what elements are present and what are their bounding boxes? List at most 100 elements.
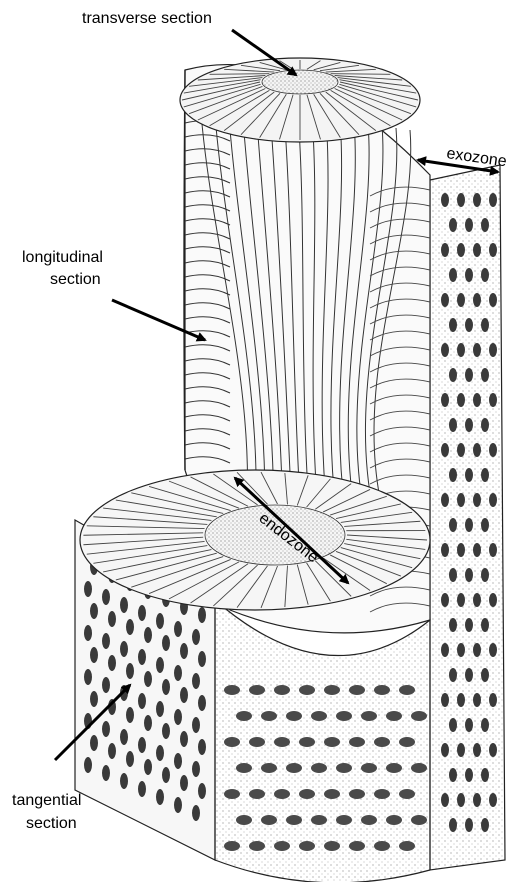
pore [449, 318, 457, 332]
pore [489, 193, 497, 207]
pore [473, 543, 481, 557]
pore [120, 773, 128, 789]
pore [465, 568, 473, 582]
pore [473, 193, 481, 207]
pore [489, 693, 497, 707]
pore [324, 841, 340, 851]
pore [489, 393, 497, 407]
pore [84, 757, 92, 773]
pore [138, 693, 146, 709]
pore [386, 711, 402, 721]
pore [299, 685, 315, 695]
pore [102, 765, 110, 781]
pore [84, 581, 92, 597]
pore [324, 737, 340, 747]
pore [411, 711, 427, 721]
pore [473, 743, 481, 757]
pore [465, 468, 473, 482]
pore [481, 318, 489, 332]
pore [299, 841, 315, 851]
pore [465, 768, 473, 782]
pore [324, 685, 340, 695]
pore [126, 663, 134, 679]
pore [126, 751, 134, 767]
upper-transverse-top [180, 58, 420, 142]
pore [374, 737, 390, 747]
pore [457, 293, 465, 307]
pore [465, 718, 473, 732]
pore [481, 768, 489, 782]
pore [236, 763, 252, 773]
lower-outer-wall [215, 600, 430, 882]
pore [274, 841, 290, 851]
pore [465, 218, 473, 232]
pore [399, 789, 415, 799]
pore [441, 793, 449, 807]
pore [441, 493, 449, 507]
pore [261, 763, 277, 773]
pore [449, 468, 457, 482]
pore [399, 841, 415, 851]
pore [473, 393, 481, 407]
pore [138, 649, 146, 665]
pore [441, 693, 449, 707]
pore [299, 789, 315, 799]
pore [441, 743, 449, 757]
pore [399, 737, 415, 747]
pore [481, 218, 489, 232]
pore [441, 443, 449, 457]
pore [473, 243, 481, 257]
pore [441, 343, 449, 357]
pore [162, 723, 170, 739]
pore [90, 647, 98, 663]
pore [108, 655, 116, 671]
pore [481, 718, 489, 732]
pore [441, 243, 449, 257]
pore [126, 707, 134, 723]
pore [274, 737, 290, 747]
lower-transverse-disc [80, 470, 430, 610]
pore [449, 368, 457, 382]
pore [441, 393, 449, 407]
pore [441, 543, 449, 557]
pore [84, 625, 92, 641]
pore [374, 685, 390, 695]
pore [489, 293, 497, 307]
upper-outer-wall [430, 165, 505, 870]
pore [192, 629, 200, 645]
label-longitudinal-line1: longitudinal [22, 249, 103, 266]
pore [198, 739, 206, 755]
pore [449, 418, 457, 432]
pore [411, 763, 427, 773]
pore [174, 709, 182, 725]
pore [489, 543, 497, 557]
pore [236, 815, 252, 825]
pore [336, 711, 352, 721]
pore [192, 673, 200, 689]
pore [374, 789, 390, 799]
pore [465, 268, 473, 282]
pore [249, 737, 265, 747]
pore [411, 815, 427, 825]
pore [361, 711, 377, 721]
pore [441, 643, 449, 657]
pore [162, 767, 170, 783]
pore [138, 781, 146, 797]
pore [489, 493, 497, 507]
pore [457, 593, 465, 607]
pore [192, 761, 200, 777]
pore [361, 763, 377, 773]
pore [457, 643, 465, 657]
pore [249, 789, 265, 799]
pore [192, 805, 200, 821]
pore [481, 568, 489, 582]
pore [90, 691, 98, 707]
pore [286, 763, 302, 773]
pore [261, 711, 277, 721]
pore [481, 668, 489, 682]
pore [198, 607, 206, 623]
pore [174, 753, 182, 769]
pore [236, 711, 252, 721]
pore [449, 718, 457, 732]
